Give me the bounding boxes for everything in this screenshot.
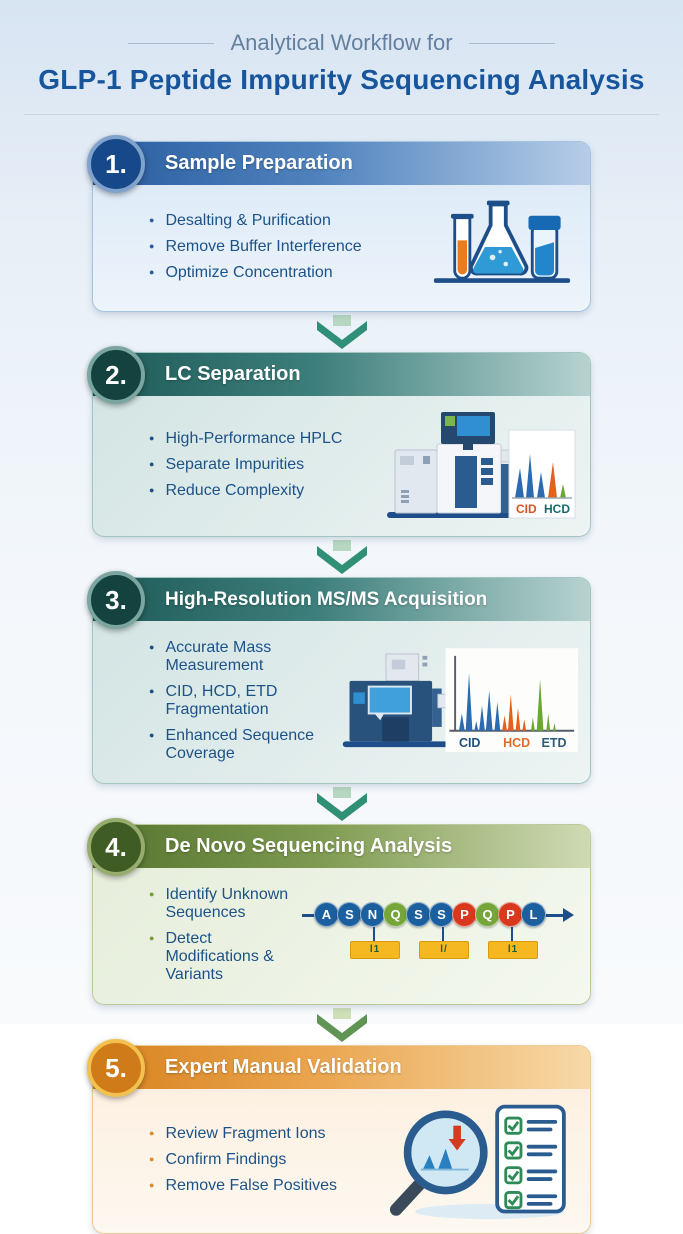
- step3-body: Accurate Mass Measurement CID, HCD, ETD …: [93, 621, 590, 783]
- step1-bullets: Desalting & Purification Remove Buffer I…: [93, 204, 426, 290]
- header-divider: [24, 114, 659, 115]
- step5-header: 5. Expert Manual Validation: [87, 1039, 590, 1097]
- step1-number: 1.: [105, 148, 127, 179]
- step4-title: De Novo Sequencing Analysis: [165, 835, 453, 857]
- residue-P: P: [452, 902, 477, 927]
- step3-title: High-Resolution MS/MS Acquisition: [165, 588, 488, 610]
- hcd-label: HCD: [503, 736, 530, 750]
- sequence-arrowhead-icon: [563, 908, 574, 922]
- step4-number-badge: 4.: [87, 818, 145, 876]
- step2-header: 2. LC Separation: [87, 346, 590, 404]
- step1-illustration: [426, 195, 578, 299]
- flow-arrow-3: [0, 787, 683, 821]
- step3-header: 3. High-Resolution MS/MS Acquisition: [87, 571, 590, 629]
- step-card-3: 3. High-Resolution MS/MS Acquisition Acc…: [87, 571, 591, 784]
- bullet-item: Separate Impurities: [149, 456, 378, 474]
- down-arrow-icon: [316, 540, 367, 574]
- residue-P: P: [498, 902, 523, 927]
- step3-number: 3.: [105, 584, 127, 615]
- bullet-item: Confirm Findings: [149, 1151, 382, 1169]
- modification-tag: l/: [419, 941, 469, 959]
- header: Analytical Workflow for GLP-1 Peptide Im…: [0, 0, 683, 115]
- bullet-item: Review Fragment Ions: [149, 1125, 382, 1143]
- modification-tag: l1: [350, 941, 400, 959]
- bullet-item: High-Performance HPLC: [149, 430, 378, 448]
- workflow-steps: 1. Sample Preparation Desalting & Purifi…: [0, 135, 683, 1234]
- residue-S: S: [406, 902, 431, 927]
- modification-tag: l1: [488, 941, 538, 959]
- hplc-instrument-icon: CID HCD: [387, 412, 576, 519]
- step4-body: Identify Unknown Sequences Detect Modifi…: [93, 868, 590, 1004]
- residue-A: A: [314, 902, 339, 927]
- bullet-item: Detect Modifications & Variants: [149, 930, 302, 984]
- residue-L: L: [521, 902, 546, 927]
- mass-spectrometer-icon: CID HCD ETD: [342, 648, 578, 752]
- magnifier-checklist-icon: [389, 1104, 566, 1220]
- residue-N: N: [360, 902, 385, 927]
- down-arrow-icon: [316, 315, 367, 349]
- header-kicker: Analytical Workflow for: [0, 30, 683, 56]
- bullet-item: Desalting & Purification: [149, 212, 426, 230]
- step2-body: High-Performance HPLC Separate Impuritie…: [93, 396, 590, 536]
- flow-arrow-2: [0, 540, 683, 574]
- residue-Q: Q: [383, 902, 408, 927]
- bullet-item: CID, HCD, ETD Fragmentation: [149, 683, 338, 719]
- mod-stem: [373, 927, 375, 941]
- step4-number: 4.: [105, 831, 127, 862]
- page-title: GLP-1 Peptide Impurity Sequencing Analys…: [38, 64, 645, 95]
- step3-bullets: Accurate Mass Measurement CID, HCD, ETD …: [93, 631, 338, 771]
- cid-label: CID: [516, 502, 537, 516]
- residue-Q: Q: [475, 902, 500, 927]
- bullet-item: Identify Unknown Sequences: [149, 886, 302, 922]
- step5-illustration: [382, 1099, 578, 1221]
- step1-header: 1. Sample Preparation: [87, 135, 590, 193]
- step4-bullets: Identify Unknown Sequences Detect Modifi…: [93, 878, 302, 992]
- bullet-item: Remove False Positives: [149, 1177, 382, 1195]
- step2-number-badge: 2.: [87, 346, 145, 404]
- residue-S: S: [337, 902, 362, 927]
- mod-stem: [511, 927, 513, 941]
- flow-arrow-4: [0, 1008, 683, 1042]
- step4-header: 4. De Novo Sequencing Analysis: [87, 818, 590, 876]
- step2-number: 2.: [105, 359, 127, 390]
- mod-stem: [442, 927, 444, 941]
- bullet-item: Accurate Mass Measurement: [149, 639, 338, 675]
- step-card-2: 2. LC Separation High-Performance HPLC S…: [87, 346, 591, 537]
- hcd-label: HCD: [544, 502, 570, 516]
- step-card-4: 4. De Novo Sequencing Analysis Identify …: [87, 818, 591, 1005]
- step2-illustration: CID HCD: [378, 406, 578, 524]
- flasks-icon: [433, 200, 571, 283]
- bullet-item: Enhanced Sequence Coverage: [149, 727, 338, 763]
- residue-S: S: [429, 902, 454, 927]
- step5-body: Review Fragment Ions Confirm Findings Re…: [93, 1089, 590, 1233]
- etd-label: ETD: [542, 736, 567, 750]
- flow-arrow-1: [0, 315, 683, 349]
- step5-number: 5.: [105, 1052, 127, 1083]
- cid-label: CID: [459, 736, 480, 750]
- step-card-1: 1. Sample Preparation Desalting & Purifi…: [87, 135, 591, 312]
- bullet-item: Reduce Complexity: [149, 482, 378, 500]
- step3-illustration: CID HCD ETD: [338, 648, 578, 754]
- step3-number-badge: 3.: [87, 571, 145, 629]
- down-arrow-icon: [316, 787, 367, 821]
- bullet-item: Remove Buffer Interference: [149, 238, 426, 256]
- step5-number-badge: 5.: [87, 1039, 145, 1097]
- step1-title: Sample Preparation: [165, 152, 353, 174]
- step5-bullets: Review Fragment Ions Confirm Findings Re…: [93, 1117, 382, 1203]
- step2-bullets: High-Performance HPLC Separate Impuritie…: [93, 422, 378, 508]
- bullet-item: Optimize Concentration: [149, 264, 426, 282]
- step-card-5: 5. Expert Manual Validation Review Fragm…: [87, 1039, 591, 1234]
- step1-body: Desalting & Purification Remove Buffer I…: [93, 185, 590, 311]
- step1-number-badge: 1.: [87, 135, 145, 193]
- step2-title: LC Separation: [165, 363, 301, 385]
- infographic-page: Analytical Workflow for GLP-1 Peptide Im…: [0, 0, 683, 1024]
- step5-title: Expert Manual Validation: [165, 1056, 402, 1078]
- down-arrow-icon: [316, 1008, 367, 1042]
